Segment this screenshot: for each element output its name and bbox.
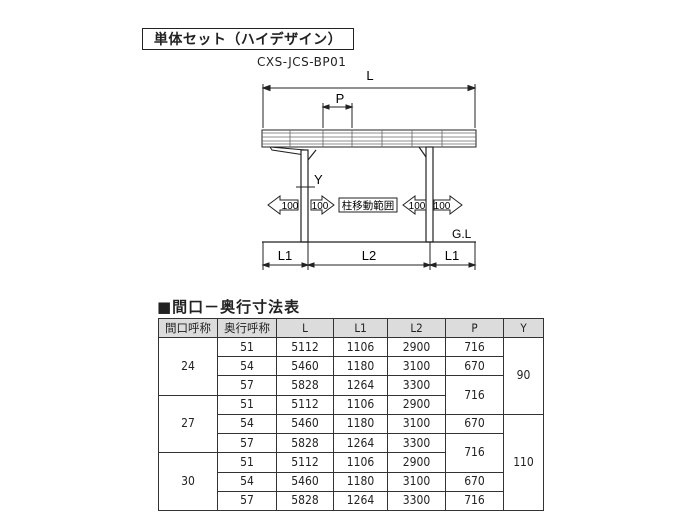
header-L1: L1 [333,318,388,338]
arrow-left-outer [267,195,299,215]
header-L: L [276,318,334,338]
dimension-P [321,103,354,128]
label-Y: Y [314,172,323,187]
model-code: CXS-JCS-BP01 [257,55,347,69]
table-row: 57 5828 1264 3300 716 [159,375,544,415]
cell-L: 5828 [276,490,334,512]
header-L2: L2 [387,318,446,338]
table-row: 57 5828 1264 3300 716 [159,433,544,473]
cell-depth: 51 [217,394,277,415]
cell-P: 670 [445,356,504,377]
cell-L1: 1180 [333,356,388,377]
cell-L1: 1264 [333,433,388,454]
table-row: 30 51 5112 1106 2900 [158,452,544,511]
label-L1-left: L1 [278,248,292,263]
header-P: P [445,318,504,338]
cell-L1: 1264 [333,375,388,396]
header-depth-name: 奥行呼称 [217,318,277,338]
cell-depth: 51 [217,452,277,473]
cell-depth: 54 [217,356,277,377]
cell-width: 24 [158,337,218,396]
cell-L2: 3300 [387,375,446,396]
cell-L2: 3100 [387,356,446,377]
dimension-table: 間口呼称 奥行呼称 L L1 L2 P Y 24 51 5112 1106 29… [158,318,544,512]
cell-L2: 3100 [387,413,446,435]
label-L1-right: L1 [445,248,459,263]
carport-elevation-diagram: L P Y 100 [261,68,477,270]
cell-width: 27 [158,394,218,454]
header-Y: Y [503,318,544,338]
cell-depth: 57 [217,375,277,396]
post-range-box [338,197,398,213]
cell-L: 5112 [276,394,334,415]
cell-L: 5460 [276,356,334,377]
cell-P: 716 [445,433,504,473]
table-row: 24 51 5112 1106 2900 716 90 [158,336,544,415]
cell-L: 5112 [276,452,334,473]
table-section-title: ■間口－奥行寸法表 [157,298,301,316]
arrow-right-outer-label: 100 [434,201,451,212]
label-P: P [336,91,345,106]
cell-L2: 2900 [387,394,446,415]
table-row: 54 5460 1180 3100 670 110 [159,413,544,512]
cell-P: 716 [445,336,504,358]
cell-L1: 1106 [333,394,388,415]
header-width-name: 間口呼称 [158,318,218,338]
cell-L: 5828 [276,433,334,454]
cell-depth: 51 [217,336,277,358]
cell-depth: 57 [217,433,277,454]
cell-L1: 1106 [333,336,388,358]
table-row: 57 5828 1264 3300 716 [159,490,544,512]
cell-P: 716 [445,490,504,512]
table-header-row: 間口呼称 奥行呼称 L L1 L2 P Y [158,318,544,338]
dimension-bottom [261,242,477,270]
arrow-left-inner-label: 100 [312,201,329,212]
cell-L2: 3100 [387,471,446,492]
post-range-label: 柱移動範囲 [342,199,395,212]
label-GL: G.L [452,227,472,241]
cell-L: 5828 [276,375,334,396]
label-L2: L2 [362,248,376,263]
roof-panel [261,129,477,156]
left-post [300,149,317,243]
set-title: 単体セット（ハイデザイン） [142,28,354,50]
cell-L2: 3300 [387,433,446,454]
table-row: 27 51 5112 1106 2900 [158,394,544,454]
cell-L1: 1264 [333,490,388,512]
cell-depth: 57 [217,490,277,512]
cell-L1: 1180 [333,413,388,435]
cell-L1: 1106 [333,452,388,473]
cell-P: 670 [445,413,504,435]
cell-Y: 110 [503,413,544,512]
arrow-left-inner [310,195,335,215]
cell-L2: 2900 [387,452,446,473]
cell-depth: 54 [217,413,277,435]
cell-depth: 54 [217,471,277,492]
cell-width: 30 [158,452,218,511]
cell-L: 5460 [276,471,334,492]
right-post [418,146,434,243]
dimension-L [261,84,477,128]
table-row: 54 5460 1180 3100 670 [159,356,544,377]
arrow-right-inner-label: 100 [409,201,426,212]
cell-P: 716 [445,375,504,415]
cell-L: 5460 [276,413,334,435]
arrow-left-outer-label: 100 [282,201,299,212]
arrow-right-inner [402,195,427,215]
label-L: L [366,68,373,83]
cell-L2: 3300 [387,490,446,512]
cell-Y: 90 [503,337,544,415]
cell-P: 670 [445,471,504,492]
cell-L2: 2900 [387,336,446,358]
arrow-right-outer [433,195,463,215]
cell-L1: 1180 [333,471,388,492]
cell-L: 5112 [276,336,334,358]
